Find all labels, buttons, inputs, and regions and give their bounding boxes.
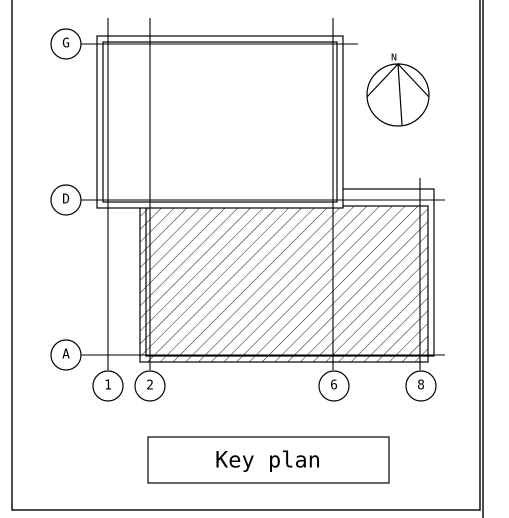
grid-bubble-8: 8 (405, 370, 437, 402)
grid-label-a: A (62, 348, 70, 363)
key-plan-title: Key plan (215, 449, 321, 474)
grid-label-d: D (62, 193, 70, 208)
grid-label-1: 1 (104, 379, 112, 394)
grid-label-6: 6 (330, 379, 338, 394)
north-arrow-icon: N (366, 53, 430, 127)
grid-bubble-1: 1 (92, 370, 124, 402)
grid-label-g: G (62, 37, 70, 52)
grid-label-8: 8 (417, 379, 425, 394)
grid-lines (80, 18, 445, 370)
grid-bubble-g: G (50, 28, 82, 60)
north-label: N (391, 53, 397, 64)
grid-bubble-2: 2 (134, 370, 166, 402)
grid-bubble-a: A (50, 339, 82, 371)
drawing-border (11, 0, 481, 511)
upper-building-outline-outer (96, 35, 344, 209)
grid-label-2: 2 (146, 379, 154, 394)
grid-bubble-d: D (50, 184, 82, 216)
key-plan-title-box: Key plan (147, 436, 390, 484)
grid-bubble-6: 6 (318, 370, 350, 402)
hatched-building-area (140, 206, 428, 362)
upper-building-outline-inner (102, 41, 338, 203)
